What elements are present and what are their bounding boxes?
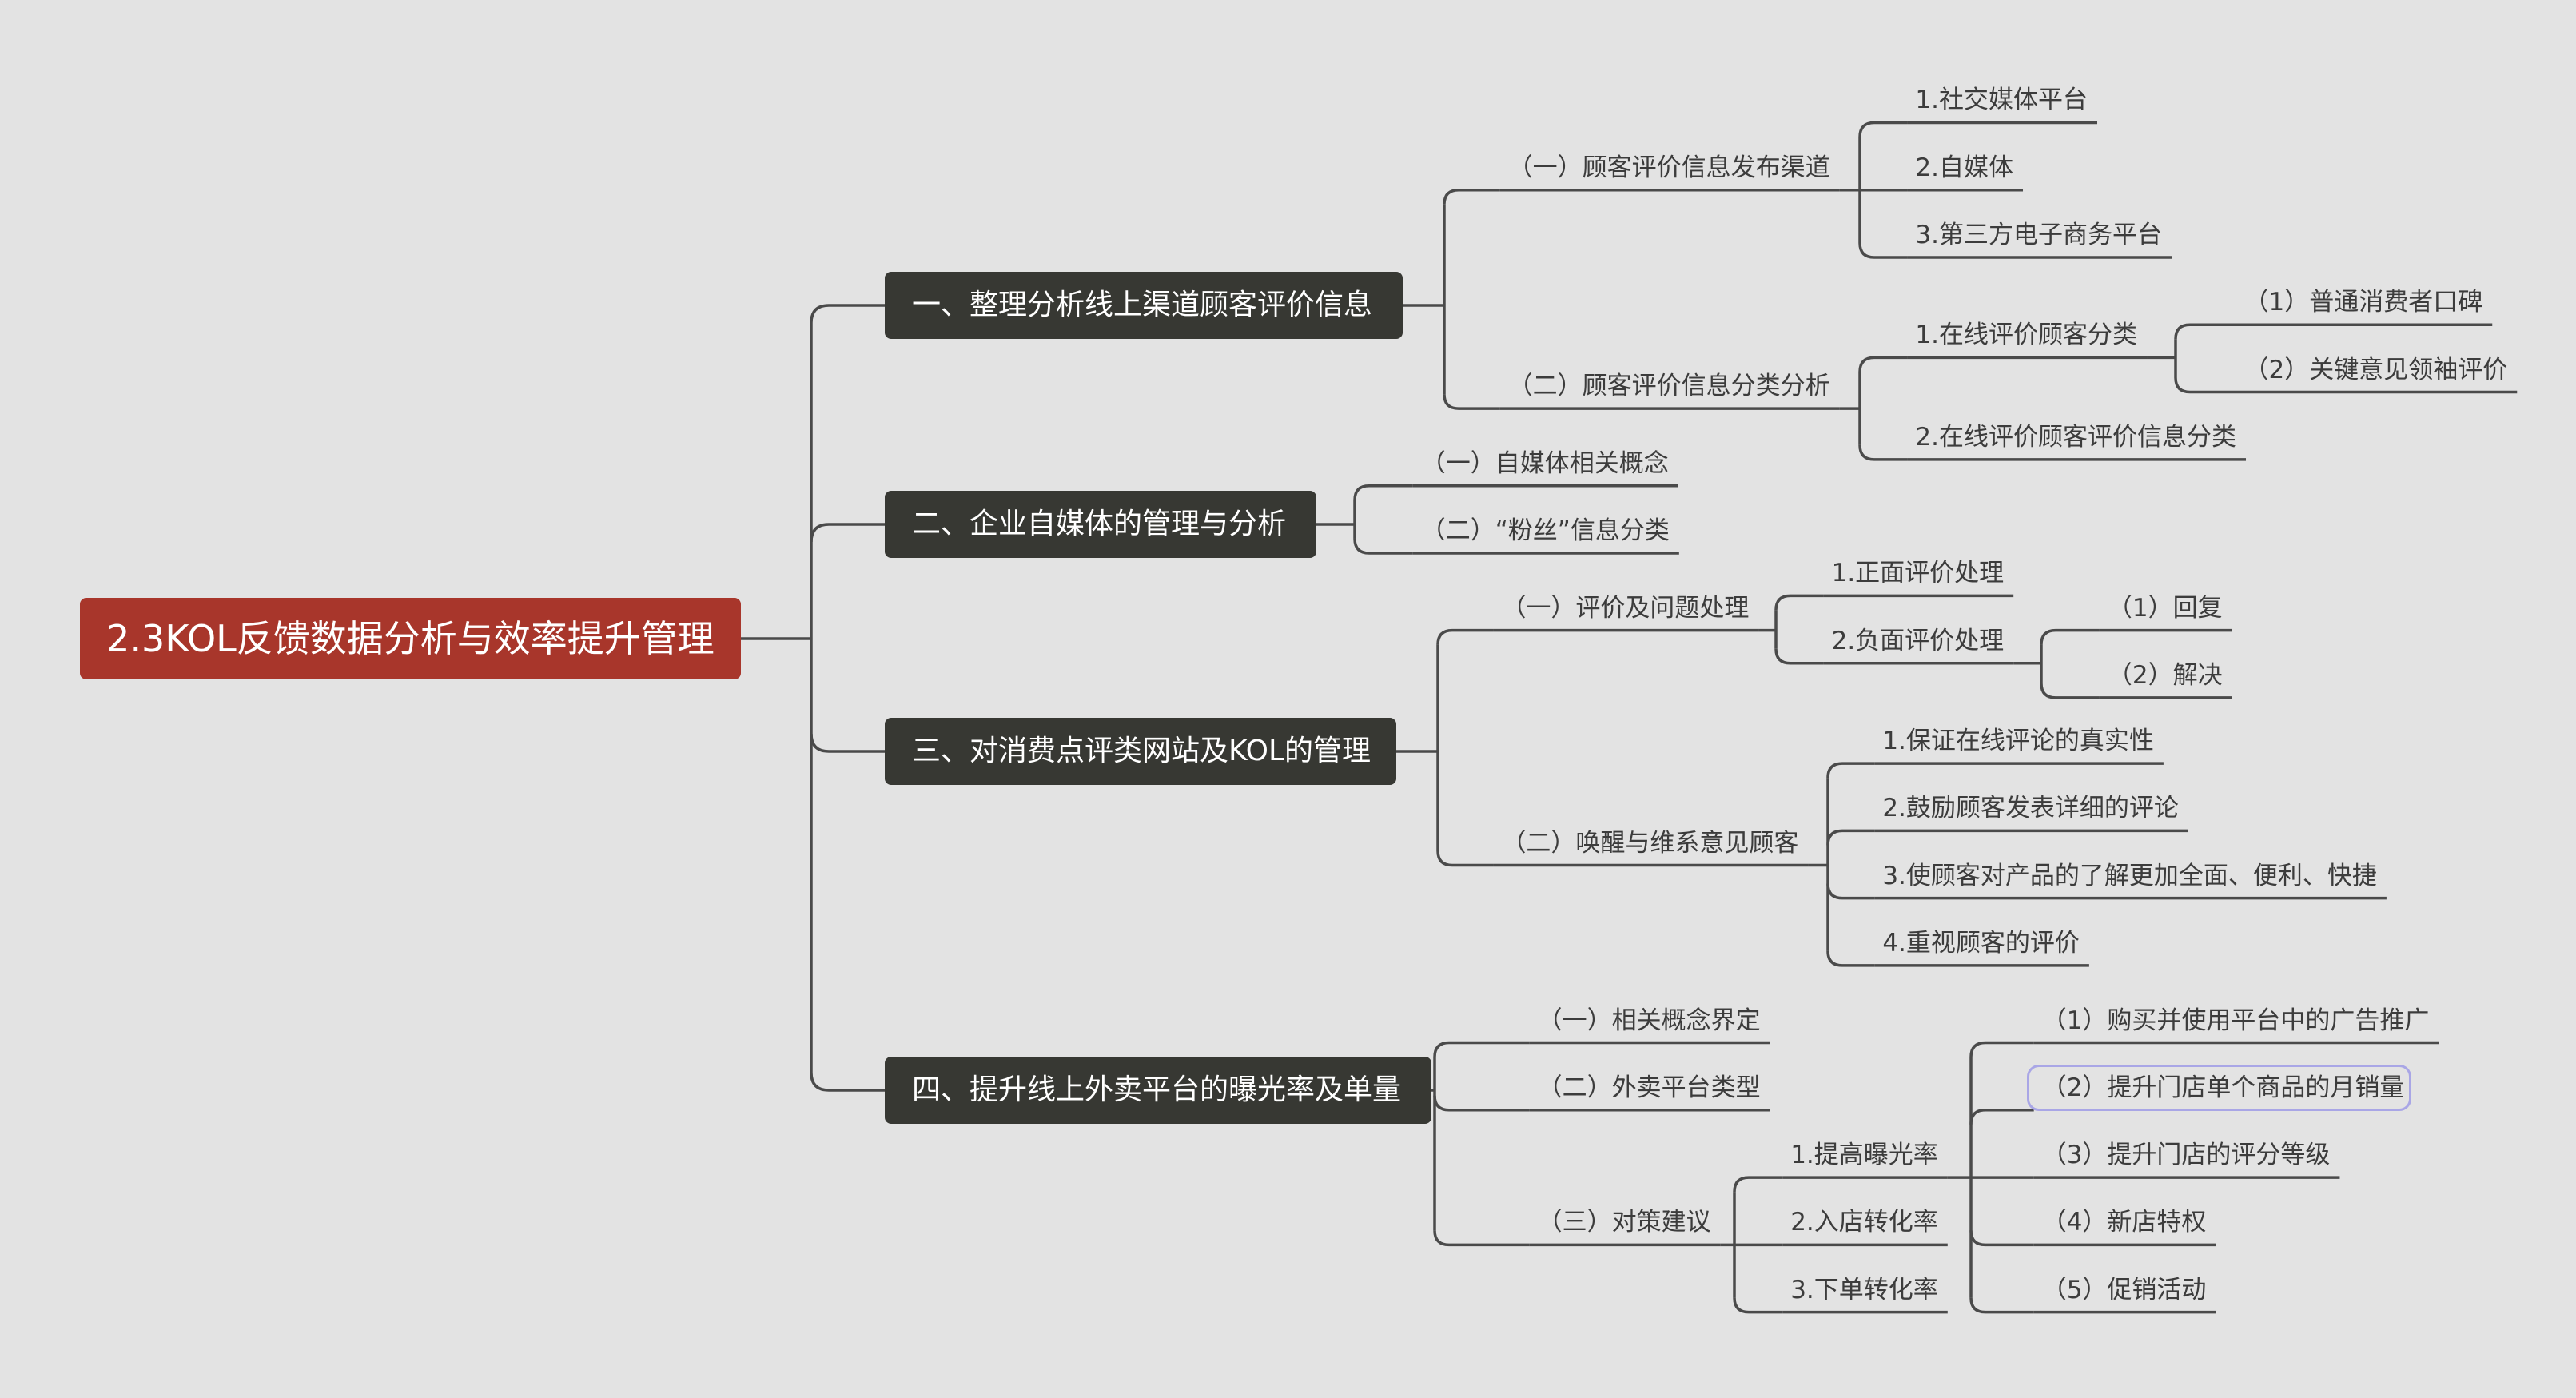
topic-4-3-2[interactable]: 2.入店转化率 xyxy=(1790,1208,1938,1237)
topic-3-1-2-1[interactable]: （1）回复 xyxy=(2107,593,2223,623)
topic-1-2-1[interactable]: 1.在线评价顾客分类 xyxy=(1915,321,2137,350)
topic-3-2-2[interactable]: 2.鼓励顾客发表详细的评论 xyxy=(1882,794,2179,823)
topic-2-2[interactable]: （二）“粉丝”信息分类 xyxy=(1420,516,1670,545)
branch-arm xyxy=(810,304,885,324)
topic-4-2[interactable]: （二）外卖平台类型 xyxy=(1537,1073,1761,1102)
topic-3-2-4[interactable]: 4.重视顾客的评价 xyxy=(1882,928,2080,958)
topic-1-1-1[interactable]: 1.社交媒体平台 xyxy=(1915,86,2088,115)
branch-arm xyxy=(1433,1095,1530,1112)
branch-arm xyxy=(1436,628,1494,645)
main-topic-2[interactable]: 二、企业自媒体的管理与分析 xyxy=(885,491,1316,558)
topic-1-1-3[interactable]: 3.第三方电子商务平台 xyxy=(1915,220,2162,249)
topic-4-3-1-4[interactable]: （4）新店特权 xyxy=(2041,1208,2207,1237)
branch-arm xyxy=(1774,594,1824,611)
branch-arm xyxy=(1443,394,1500,410)
topic-4-3-1[interactable]: 1.提高曝光率 xyxy=(1790,1141,1938,1170)
branch-arm xyxy=(1969,1230,2034,1247)
branch-arm xyxy=(2040,628,2100,645)
branch-arm xyxy=(1353,484,1413,500)
main-topic-4[interactable]: 四、提升线上外卖平台的曝光率及单量 xyxy=(885,1057,1431,1124)
branch-arm xyxy=(2174,377,2236,394)
topic-3-1-1[interactable]: 1.正面评价处理 xyxy=(1831,559,2005,588)
branch-arm xyxy=(810,1072,885,1092)
topic-4-3-1-5[interactable]: （5）促销活动 xyxy=(2041,1275,2207,1304)
topic-4-3-1-1[interactable]: （1）购买并使用平台中的广告推广 xyxy=(2041,1006,2430,1035)
branch-arm xyxy=(1433,1230,1530,1247)
topic-1-1[interactable]: （一）顾客评价信息发布渠道 xyxy=(1507,153,1830,182)
root-topic[interactable]: 2.3KOL反馈数据分析与效率提升管理 xyxy=(80,598,741,679)
topic-4-3-1-3[interactable]: （3）提升门店的评分等级 xyxy=(2041,1141,2331,1170)
topic-4-3-1-2[interactable]: （2）提升门店单个商品的月销量 xyxy=(2026,1064,2412,1111)
branch-arm xyxy=(1858,242,1908,259)
topic-3-2-1[interactable]: 1.保证在线评论的真实性 xyxy=(1882,727,2154,756)
topic-3-1-2-2[interactable]: （2）解决 xyxy=(2107,660,2223,690)
branch-arm xyxy=(1858,121,1908,137)
branch-arm xyxy=(810,523,885,543)
main-topic-1[interactable]: 一、整理分析线上渠道顾客评价信息 xyxy=(885,272,1403,339)
branch-arm xyxy=(1826,762,1875,779)
branch-arm xyxy=(2174,323,2236,340)
branch-arm xyxy=(810,733,885,753)
branch-arm xyxy=(1733,1176,1783,1193)
branch-arm xyxy=(1858,444,1908,461)
branch-arm xyxy=(1443,188,1500,205)
branch-arm xyxy=(1733,1297,1783,1314)
topic-1-1-2[interactable]: 2.自媒体 xyxy=(1915,153,2013,182)
topic-1-2-1-1[interactable]: （1）普通消费者口碑 xyxy=(2244,288,2483,317)
topic-3-1-2[interactable]: 2.负面评价处理 xyxy=(1831,626,2005,655)
branch-arm xyxy=(1353,538,1413,555)
topic-4-3[interactable]: （三）对策建议 xyxy=(1537,1208,1711,1237)
topic-1-2-2[interactable]: 2.在线评价顾客评价信息分类 xyxy=(1915,422,2236,452)
branch-arm xyxy=(1969,1297,2034,1314)
topic-3-2[interactable]: （二）唤醒与维系意见顾客 xyxy=(1501,828,1799,858)
topic-3-2-3[interactable]: 3.使顾客对产品的了解更加全面、便利、快捷 xyxy=(1882,861,2377,890)
branch-arm xyxy=(1858,356,1908,372)
branch-arm xyxy=(1433,1041,1530,1057)
topic-4-3-3[interactable]: 3.下单转化率 xyxy=(1790,1275,1938,1304)
branch-arm xyxy=(2040,683,2100,699)
topic-4-1[interactable]: （一）相关概念界定 xyxy=(1537,1006,1761,1035)
branch-arm xyxy=(1969,1041,2034,1057)
branch-arm xyxy=(1774,648,1824,665)
branch-arm xyxy=(1826,950,1875,967)
topic-2-1[interactable]: （一）自媒体相关概念 xyxy=(1420,448,1669,478)
branch-arm xyxy=(1826,883,1875,900)
branch-arm xyxy=(1969,1109,2034,1125)
branch-arm xyxy=(1436,850,1494,867)
topic-1-2[interactable]: （二）顾客评价信息分类分析 xyxy=(1507,372,1830,401)
branch-arm xyxy=(1826,829,1875,846)
topic-1-2-1-2[interactable]: （2）关键意见领袖评价 xyxy=(2244,355,2508,384)
main-topic-3[interactable]: 三、对消费点评类网站及KOL的管理 xyxy=(885,718,1396,785)
topic-3-1[interactable]: （一）评价及问题处理 xyxy=(1501,593,1750,623)
